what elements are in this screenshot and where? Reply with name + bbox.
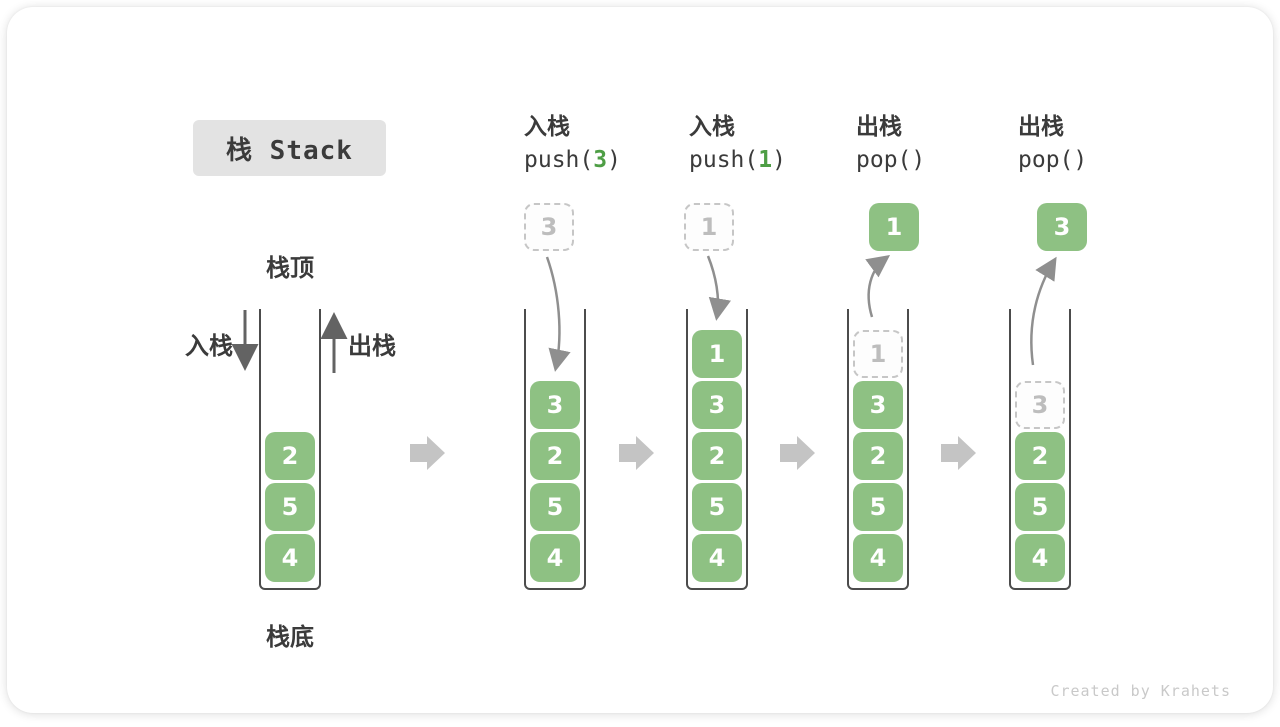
stack-element: 3: [853, 381, 903, 429]
flow-arrow-icon: [410, 436, 445, 470]
op-label-push-3: 入栈 push(3): [524, 111, 621, 177]
op-label-pop-1: 出栈 pop(): [856, 111, 925, 177]
op-label-pop-3: 出栈 pop(): [1018, 111, 1087, 177]
floating-element-push-3: 3: [524, 203, 574, 251]
code-pre: push(: [524, 147, 594, 173]
stack-element: 2: [853, 432, 903, 480]
stack-container-4: 1 3 2 5 4: [847, 309, 909, 590]
floating-element-pop-1: 1: [869, 203, 919, 251]
stack-element: 5: [1015, 483, 1065, 531]
stack-element: 5: [530, 483, 580, 531]
push-1-curve-arrow-icon: [706, 255, 731, 321]
op-label-push-1: 入栈 push(1): [689, 111, 786, 177]
floating-element-push-1: 1: [684, 203, 734, 251]
code-suf: ): [607, 147, 621, 173]
op-code-text: push(3): [524, 143, 621, 177]
stack-element: 2: [692, 432, 742, 480]
stack-element: 4: [1015, 534, 1065, 582]
stack-element: 2: [530, 432, 580, 480]
stack-container-2: 3 2 5 4: [524, 309, 586, 590]
code-suf: ): [772, 147, 786, 173]
stack-element: 3: [692, 381, 742, 429]
stack-element: 4: [692, 534, 742, 582]
stack-element: 1: [692, 330, 742, 378]
stack-container-5: 3 2 5 4: [1009, 309, 1071, 590]
stack-element: 3: [530, 381, 580, 429]
stack-top-label: 栈顶: [266, 254, 314, 282]
flow-arrow-icon: [780, 436, 815, 470]
stack-container-3: 1 3 2 5 4: [686, 309, 748, 590]
op-zh-text: 入栈: [524, 114, 570, 140]
code-pre: pop(): [1018, 147, 1088, 173]
code-pre: push(: [689, 147, 759, 173]
pop-direction-label: 出栈: [348, 332, 396, 360]
stack-container-1: 2 5 4: [259, 309, 321, 590]
code-arg: 1: [758, 147, 773, 173]
stack-element: 5: [692, 483, 742, 531]
stack-element: 5: [853, 483, 903, 531]
stack-bottom-label: 栈底: [266, 623, 314, 651]
stack-element: 5: [265, 483, 315, 531]
op-code-text: push(1): [689, 143, 786, 177]
watermark: Created by Krahets: [1050, 682, 1231, 700]
stack-element: 2: [1015, 432, 1065, 480]
stack-element: 4: [530, 534, 580, 582]
push-direction-label: 入栈: [185, 332, 233, 360]
op-zh-text: 出栈: [1018, 114, 1064, 140]
stack-element: 4: [853, 534, 903, 582]
floating-element-pop-3: 3: [1037, 203, 1087, 251]
flow-arrow-icon: [619, 436, 654, 470]
title-text: 栈 Stack: [226, 135, 353, 166]
diagram-card: 栈 Stack 栈顶 栈底 入栈 出栈 入栈 push(3) 入栈 push(1…: [7, 7, 1273, 713]
op-zh-text: 出栈: [856, 114, 902, 140]
title-badge: 栈 Stack: [193, 120, 386, 176]
flow-arrow-icon: [941, 436, 976, 470]
code-arg: 3: [593, 147, 608, 173]
op-zh-text: 入栈: [689, 114, 735, 140]
stack-element-ghost: 1: [853, 330, 903, 378]
code-pre: pop(): [856, 147, 926, 173]
arrows-overlay: [231, 255, 1057, 470]
stack-element: 4: [265, 534, 315, 582]
op-code-text: pop(): [1018, 143, 1087, 177]
op-code-text: pop(): [856, 143, 925, 177]
stack-element-ghost: 3: [1015, 381, 1065, 429]
stack-element: 2: [265, 432, 315, 480]
